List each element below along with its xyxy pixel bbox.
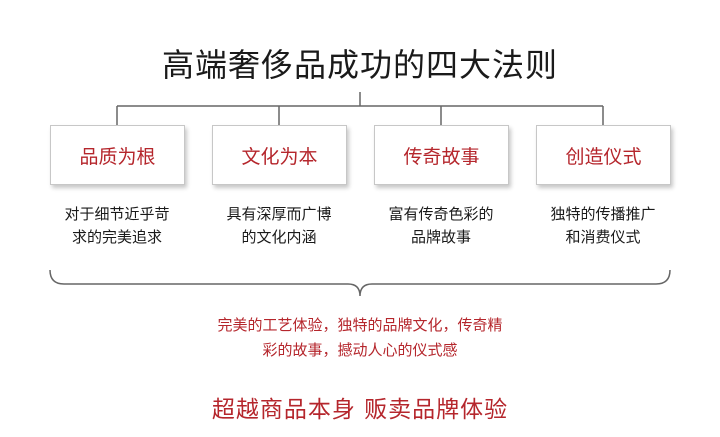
principle-description-story: 富有传奇色彩的 品牌故事 bbox=[356, 203, 526, 249]
footer-slogan: 超越商品本身 贩卖品牌体验 bbox=[211, 397, 509, 423]
description-line: 品牌故事 bbox=[410, 228, 471, 246]
principle-box-ritual: 创造仪式 bbox=[536, 125, 671, 185]
description-line: 和消费仪式 bbox=[565, 228, 641, 246]
description-line: 求的完美追求 bbox=[71, 228, 162, 246]
diagram-title: 高端奢侈品成功的四大法则 bbox=[161, 46, 558, 84]
principle-description-ritual: 独特的传播推广 和消费仪式 bbox=[518, 203, 688, 249]
description-line: 对于细节近乎苛 bbox=[64, 205, 170, 223]
description-line: 独特的传播推广 bbox=[550, 205, 656, 223]
description-line: 富有传奇色彩的 bbox=[388, 205, 494, 223]
summary-text: 完美的工艺体验，独特的品牌文化，传奇精 彩的故事，撼动人心的仪式感 bbox=[160, 313, 560, 363]
summary-line: 完美的工艺体验，独特的品牌文化，传奇精 bbox=[217, 316, 503, 334]
grouping-bracket bbox=[49, 269, 671, 297]
summary-line: 彩的故事，撼动人心的仪式感 bbox=[262, 341, 458, 359]
principle-box-culture: 文化为本 bbox=[212, 125, 347, 185]
principle-box-quality: 品质为根 bbox=[50, 125, 185, 185]
principle-box-story: 传奇故事 bbox=[374, 125, 509, 185]
principle-description-quality: 对于细节近乎苛 求的完美追求 bbox=[32, 203, 202, 249]
principle-description-culture: 具有深厚而广博 的文化内涵 bbox=[194, 203, 364, 249]
description-line: 具有深厚而广博 bbox=[226, 205, 332, 223]
description-line: 的文化内涵 bbox=[241, 228, 317, 246]
